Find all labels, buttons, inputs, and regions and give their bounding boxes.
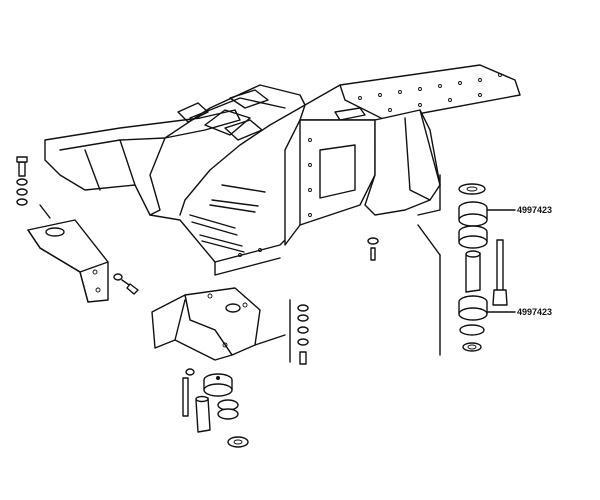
- tractor-frame: [44, 64, 521, 276]
- upper-rubber-mount-stack: [417, 174, 516, 249]
- center-fastener-stack: [289, 299, 309, 365]
- left-fastener-stack: [16, 156, 28, 206]
- small-nut: [367, 237, 379, 261]
- bracket-bolt: [113, 273, 139, 295]
- left-front-bracket: [27, 204, 109, 303]
- upper-part-number-label: 4997423: [517, 205, 552, 215]
- lower-rubber-mount: [182, 368, 249, 448]
- lower-rubber-mount-stack: [417, 224, 516, 356]
- right-spacer-and-bolt: [465, 239, 508, 306]
- center-mount-bracket: [151, 287, 286, 361]
- top-plate-holes: [358, 73, 502, 112]
- lower-part-number-label: 4997423: [517, 307, 552, 317]
